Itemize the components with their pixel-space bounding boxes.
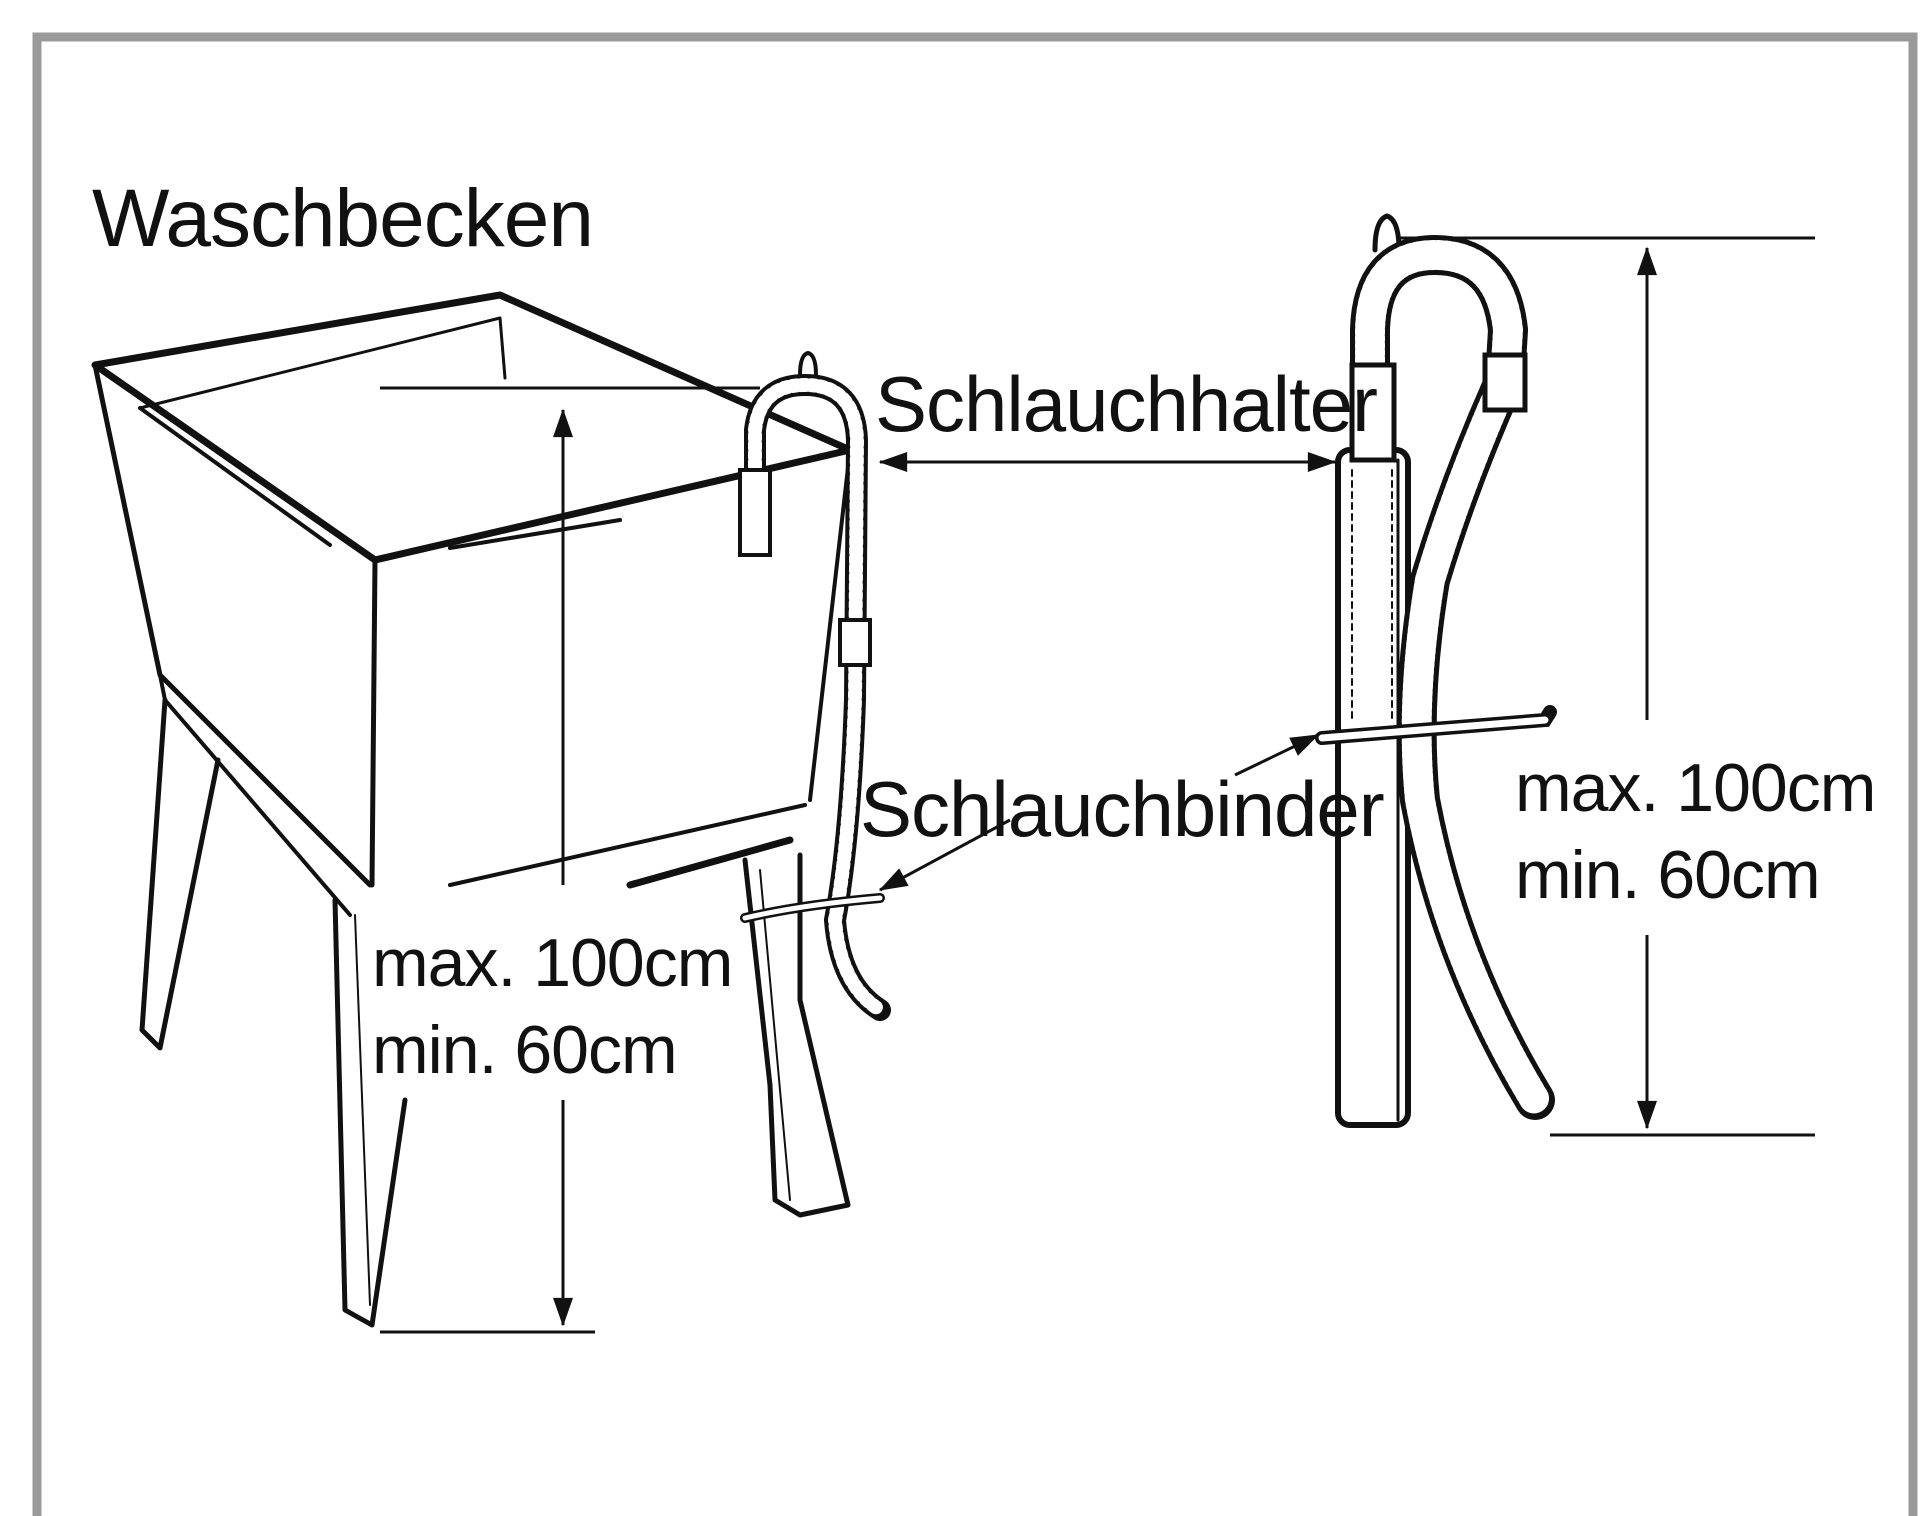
dimension-line-left (380, 386, 760, 1334)
left-min-height: min. 60cm (372, 1012, 678, 1089)
callout-leaders (878, 452, 1337, 892)
cable-tie-label: Schlauchbinder (860, 765, 1385, 853)
left-max-height: max. 100cm (372, 925, 733, 1001)
diagram-title: Waschbecken (92, 173, 594, 264)
right-height-range: max. 100cm min. 60cm (1515, 745, 1876, 919)
sink-hose (738, 350, 891, 1021)
sink-illustration (91, 291, 854, 1328)
left-height-range: max. 100cm min. 60cm (372, 920, 733, 1094)
dimension-line-right (1400, 236, 1815, 1137)
hose-holder-label: Schlauchhalter (875, 360, 1378, 448)
right-min-height: min. 60cm (1515, 837, 1821, 914)
standpipe-hose (1315, 213, 1557, 1120)
right-max-height: max. 100cm (1515, 750, 1876, 826)
diagram-frame (32, 32, 1918, 1516)
